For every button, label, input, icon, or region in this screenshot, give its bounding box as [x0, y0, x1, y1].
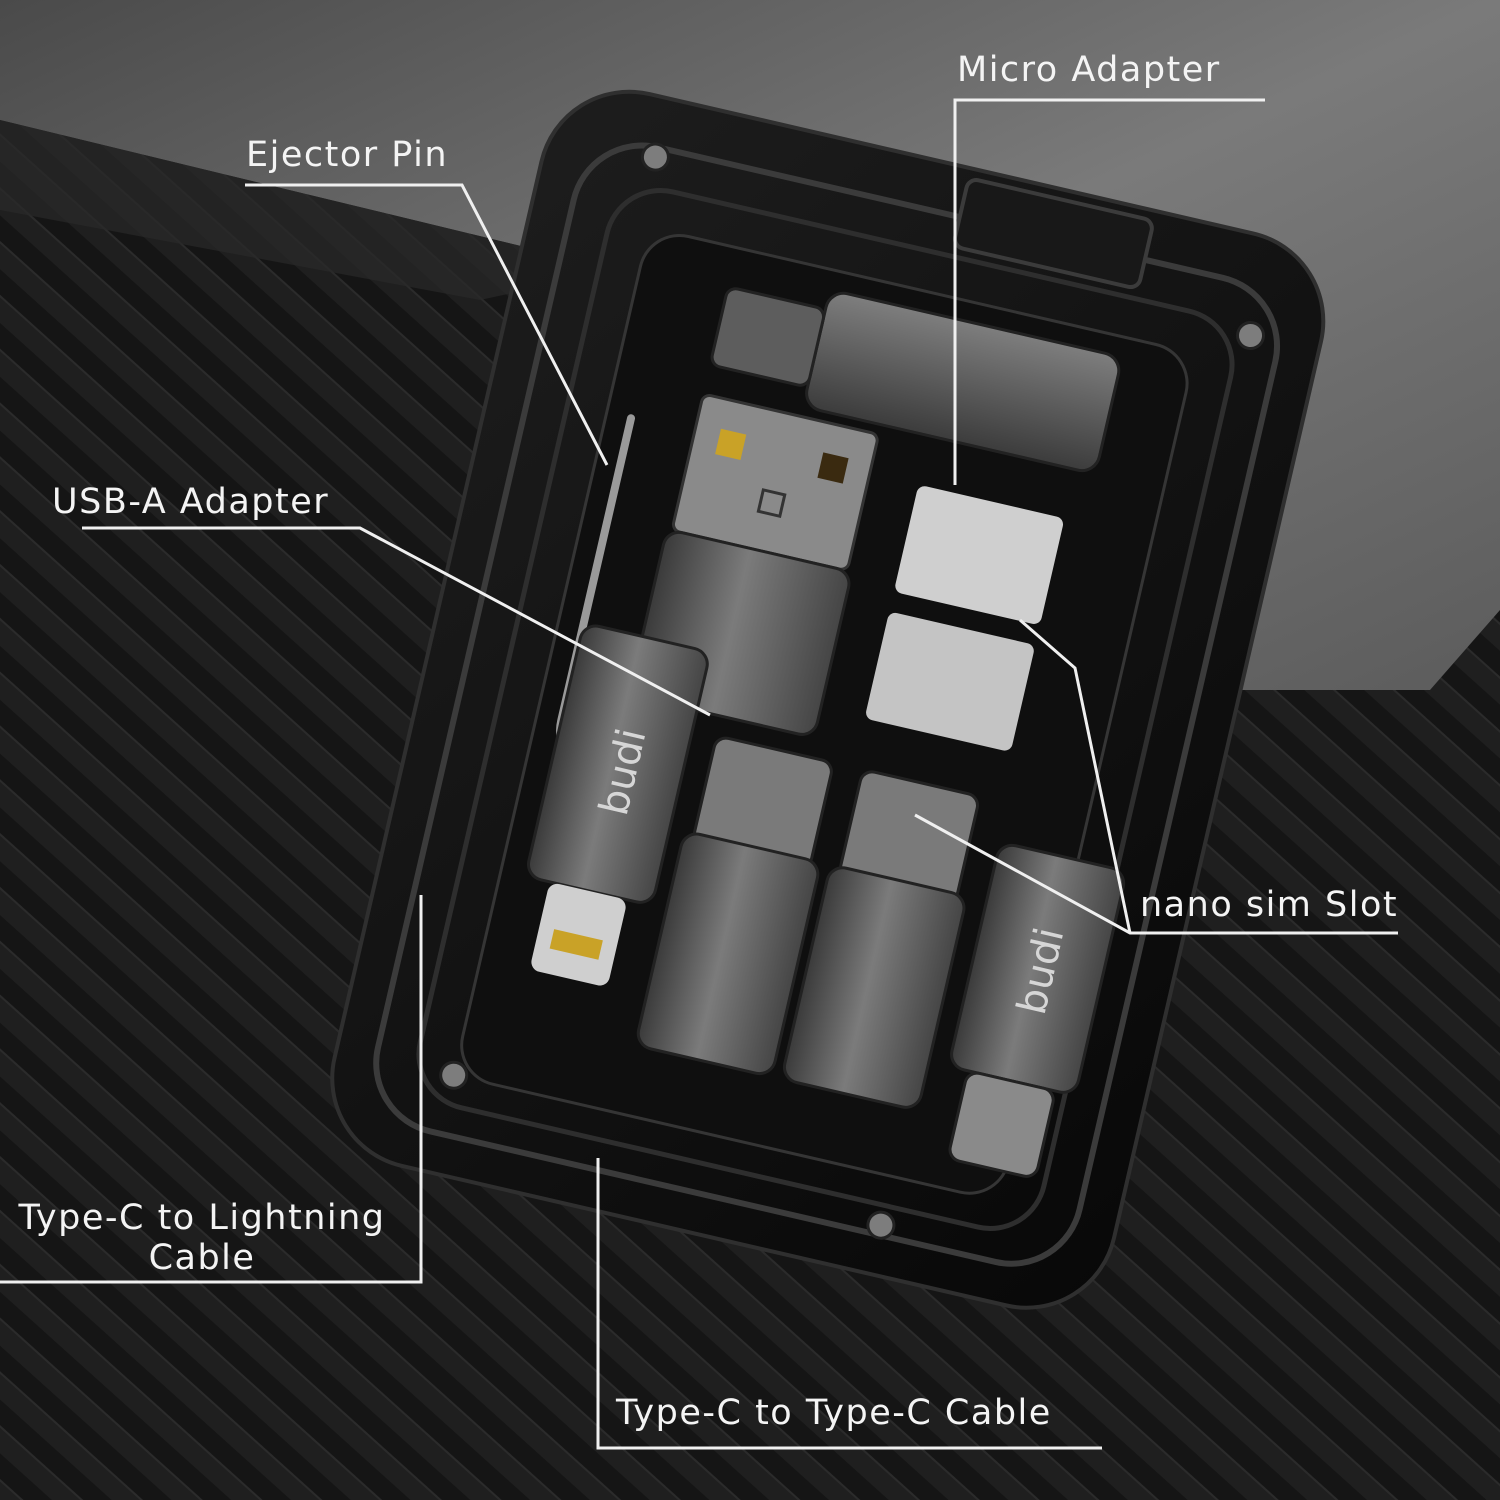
screw-top-left: [640, 142, 670, 172]
nano-sim-leader-lower: [1019, 618, 1132, 934]
usb-a-adapter-leader: [82, 526, 711, 717]
micro-adapter: [710, 287, 1121, 473]
screw-bottom-right: [866, 1210, 896, 1240]
leader-lines: [0, 98, 1398, 1450]
lightning-cable-label: Type-C to Lightning Cable: [4, 1198, 400, 1278]
micro-adapter-leader: [953, 98, 1265, 485]
storage-case: budi budi: [330, 89, 1326, 1310]
ejector-pin-leader: [245, 183, 609, 466]
usb-a-adapter-label: USB-A Adapter: [52, 482, 330, 522]
lightning-cable: budi: [526, 624, 709, 986]
micro-adapter-label: Micro Adapter: [957, 50, 1221, 90]
nano-sim-slot-label: nano sim Slot: [1140, 885, 1399, 925]
type-c-adapters: [636, 736, 980, 1109]
type-c-cable-label: Type-C to Type-C Cable: [616, 1393, 1052, 1433]
screw-bottom-left: [439, 1060, 469, 1090]
type-c-cable-leader: [596, 1158, 1102, 1450]
lightning-cable-label-line1: Type-C to Lightning: [18, 1198, 386, 1238]
lightning-cable-label-line2: Cable: [148, 1238, 256, 1278]
grey-surface-shadow: [0, 120, 620, 300]
nano-sim-slots: [866, 486, 1064, 751]
lightning-cable-leader: [0, 895, 423, 1284]
screw-top-right: [1236, 321, 1266, 351]
ejector-pin-label: Ejector Pin: [246, 135, 449, 175]
hinge: [952, 178, 1154, 290]
